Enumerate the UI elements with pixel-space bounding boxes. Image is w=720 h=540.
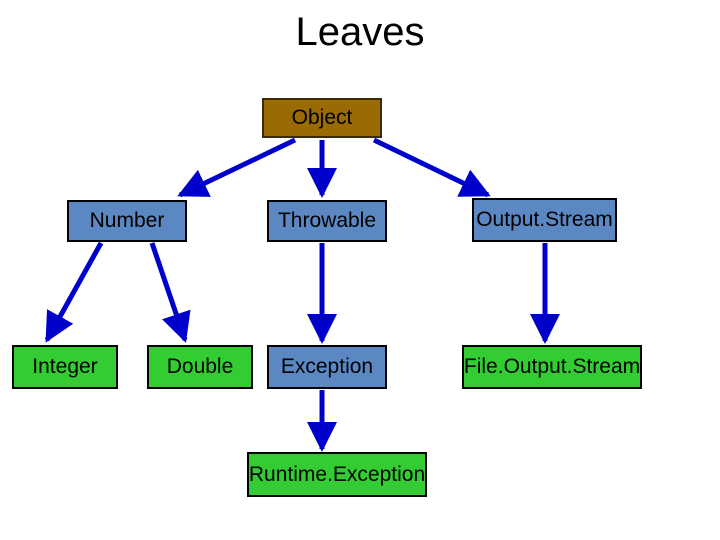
node-exception-label: Exception [280, 355, 374, 378]
node-exception[interactable]: Exception [267, 345, 387, 389]
node-number[interactable]: Number [67, 200, 187, 242]
node-throwable-label: Throwable [277, 209, 377, 232]
edge-number-double [149, 242, 191, 343]
edge-object-number [177, 137, 297, 198]
node-runtime-exception[interactable]: Runtime.Exception [247, 452, 427, 497]
node-file-output-stream-label: File.Output.Stream [463, 355, 641, 378]
node-number-label: Number [89, 209, 165, 232]
node-output-stream-label: Output.Stream [476, 208, 613, 231]
page-title: Leaves [295, 10, 425, 54]
node-double[interactable]: Double [147, 345, 253, 389]
node-output-stream[interactable]: Output.Stream [472, 198, 617, 242]
node-file-output-stream[interactable]: File.Output.Stream [462, 345, 642, 389]
node-object-label: Object [291, 106, 353, 129]
node-runtime-exception-label: Runtime.Exception [248, 462, 426, 486]
node-integer-label: Integer [32, 355, 98, 378]
node-integer[interactable]: Integer [12, 345, 118, 389]
node-throwable[interactable]: Throwable [267, 200, 387, 242]
edge-number-integer [44, 241, 104, 343]
edge-object-outputstream [372, 137, 491, 198]
node-double-label: Double [166, 355, 234, 378]
node-object[interactable]: Object [262, 98, 382, 138]
